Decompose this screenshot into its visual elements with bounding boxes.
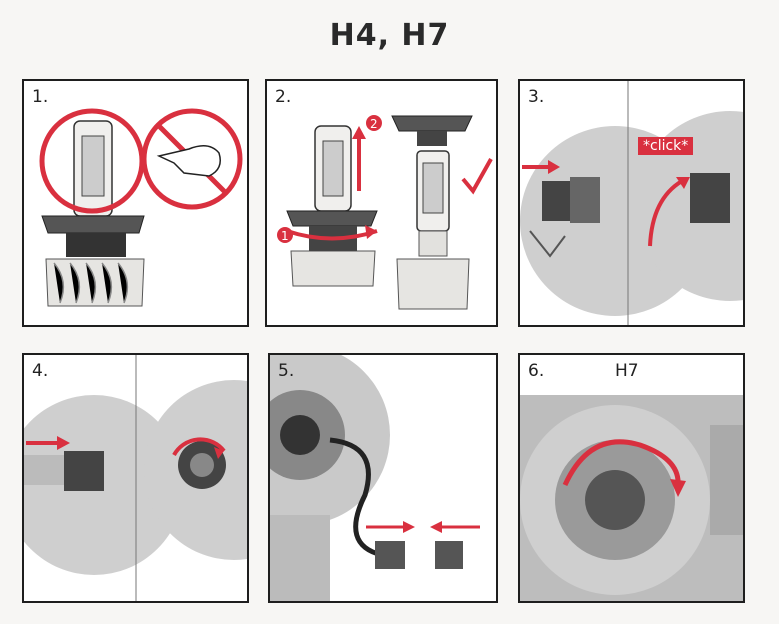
- checkmark-icon: [461, 158, 493, 195]
- step-number: 3.: [528, 87, 545, 107]
- click-badge: *click*: [638, 137, 694, 155]
- step-4-illustration: [24, 355, 247, 601]
- step-panel-6: 6. H7: [518, 353, 745, 603]
- step-1-illustration: [39, 108, 243, 307]
- step-panel-2: 2. 1 2: [265, 79, 498, 327]
- step-panel-1: 1.: [22, 79, 249, 327]
- arrow-icon: [430, 521, 480, 533]
- step-2-illustration: 1 2: [277, 115, 493, 310]
- arrow-icon: [26, 436, 70, 450]
- step-5-illustration: [270, 355, 480, 601]
- prohibited-icon: [141, 108, 243, 210]
- callout-two: 2: [370, 117, 378, 131]
- arrow-icon: [648, 177, 690, 247]
- callout-one: 1: [281, 229, 289, 243]
- step-number: 6.: [528, 361, 545, 381]
- step-panel-4: 4.: [22, 353, 249, 603]
- step-number: 4.: [32, 361, 49, 381]
- rotate-arrow-icon: [286, 225, 378, 241]
- step-number: 5.: [278, 361, 295, 381]
- page-title: H4, H7: [329, 18, 450, 53]
- step-panel-3: 3. *click*: [518, 79, 745, 327]
- arrow-icon: [352, 126, 366, 191]
- step-3-illustration: [520, 81, 743, 325]
- step-6-illustration: [520, 395, 743, 601]
- step-panel-5: 5.: [268, 353, 498, 603]
- rotate-arrow-icon: [562, 439, 686, 497]
- bulb-type-label: H7: [615, 361, 639, 381]
- step-number: 1.: [32, 87, 49, 107]
- arrow-icon: [366, 521, 415, 533]
- rotate-arrow-icon: [172, 437, 226, 459]
- step-number: 2.: [275, 87, 292, 107]
- arrow-icon: [522, 160, 560, 174]
